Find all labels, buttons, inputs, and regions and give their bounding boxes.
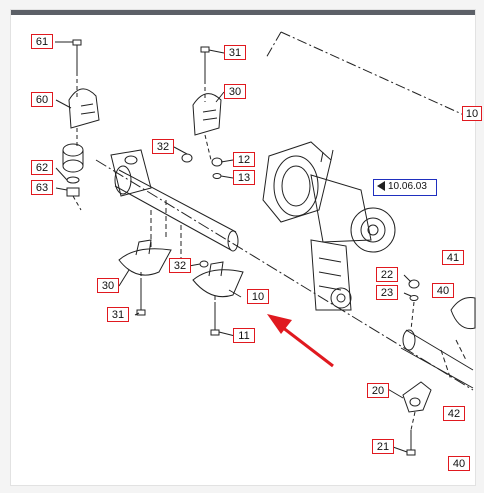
- callout-10-edge[interactable]: 10: [462, 106, 482, 121]
- callout-61[interactable]: 61: [31, 34, 53, 49]
- red-arrow-icon: [267, 314, 334, 368]
- callout-40-lower[interactable]: 40: [448, 456, 470, 471]
- callout-31-top[interactable]: 31: [224, 45, 246, 60]
- reference-label: 10.06.03: [388, 181, 427, 192]
- view-triangle-icon: [377, 181, 385, 192]
- reference-view-tag[interactable]: 10.06.03: [373, 179, 437, 196]
- callout-30-top[interactable]: 30: [224, 84, 246, 99]
- callout-12[interactable]: 12: [233, 152, 255, 167]
- callout-21[interactable]: 21: [372, 439, 394, 454]
- callout-42[interactable]: 42: [443, 406, 465, 421]
- top-bar: [11, 10, 475, 15]
- callout-13[interactable]: 13: [233, 170, 255, 185]
- callout-31-lower[interactable]: 31: [107, 307, 129, 322]
- callout-62[interactable]: 62: [31, 160, 53, 175]
- callout-23[interactable]: 23: [376, 285, 398, 300]
- diagram-frame: 61 31 60 30 32 12 13 62 63 22 23 41 40 3…: [10, 9, 482, 486]
- callout-11[interactable]: 11: [233, 328, 255, 343]
- callout-32-lower[interactable]: 32: [169, 258, 191, 273]
- callout-41[interactable]: 41: [442, 250, 464, 265]
- callout-60[interactable]: 60: [31, 92, 53, 107]
- callout-20[interactable]: 20: [367, 383, 389, 398]
- callout-22[interactable]: 22: [376, 267, 398, 282]
- callout-30-lower[interactable]: 30: [97, 278, 119, 293]
- exploded-parts-drawing: [55, 31, 476, 456]
- callout-10-left[interactable]: 10: [247, 289, 269, 304]
- callout-63[interactable]: 63: [31, 180, 53, 195]
- callout-32-top[interactable]: 32: [152, 139, 174, 154]
- callout-40-upper[interactable]: 40: [432, 283, 454, 298]
